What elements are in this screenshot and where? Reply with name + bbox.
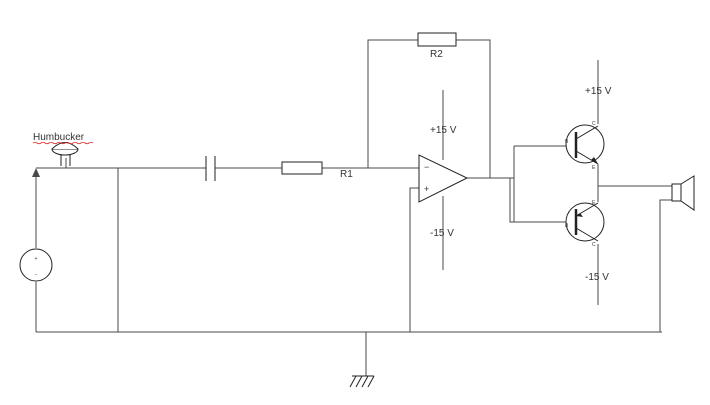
resistor-r2: R2 bbox=[417, 32, 457, 60]
wires bbox=[35, 39, 672, 376]
humbucker-pickup: Humbucker bbox=[32, 132, 94, 166]
lower-emitter-pin: E bbox=[592, 200, 596, 206]
arrow-up-icon bbox=[32, 168, 40, 177]
opamp-inverting-pin: − bbox=[424, 162, 429, 172]
resistor-r1: R1 bbox=[281, 161, 353, 180]
upper-base-pin: B bbox=[565, 139, 569, 145]
lower-collector-pin: C bbox=[592, 242, 596, 248]
speaker-icon bbox=[671, 175, 695, 211]
transistor-lower: B C E -15 V bbox=[565, 200, 609, 283]
upper-collector-pin: C bbox=[592, 121, 596, 127]
r1-label: R1 bbox=[340, 169, 353, 180]
lower-base-pin: B bbox=[565, 223, 569, 229]
upper-emitter-pin: E bbox=[592, 165, 596, 171]
source-minus-pin: − bbox=[35, 272, 38, 278]
r2-label: R2 bbox=[430, 49, 443, 60]
opamp-noninverting-pin: + bbox=[424, 184, 429, 194]
capacitor bbox=[205, 156, 216, 181]
ground-icon bbox=[349, 375, 375, 388]
opamp-negative-supply-label: -15 V bbox=[430, 228, 454, 239]
output-negative-supply-label: -15 V bbox=[585, 272, 609, 283]
transistor-upper: B C E +15 V bbox=[565, 86, 612, 171]
op-amp: − + +15 V -15 V bbox=[418, 125, 469, 239]
humbucker-label: Humbucker bbox=[33, 132, 85, 143]
voltage-source: + − bbox=[19, 168, 53, 282]
output-positive-supply-label: +15 V bbox=[585, 86, 612, 97]
source-plus-pin: + bbox=[35, 256, 38, 262]
opamp-positive-supply-label: +15 V bbox=[430, 125, 457, 136]
